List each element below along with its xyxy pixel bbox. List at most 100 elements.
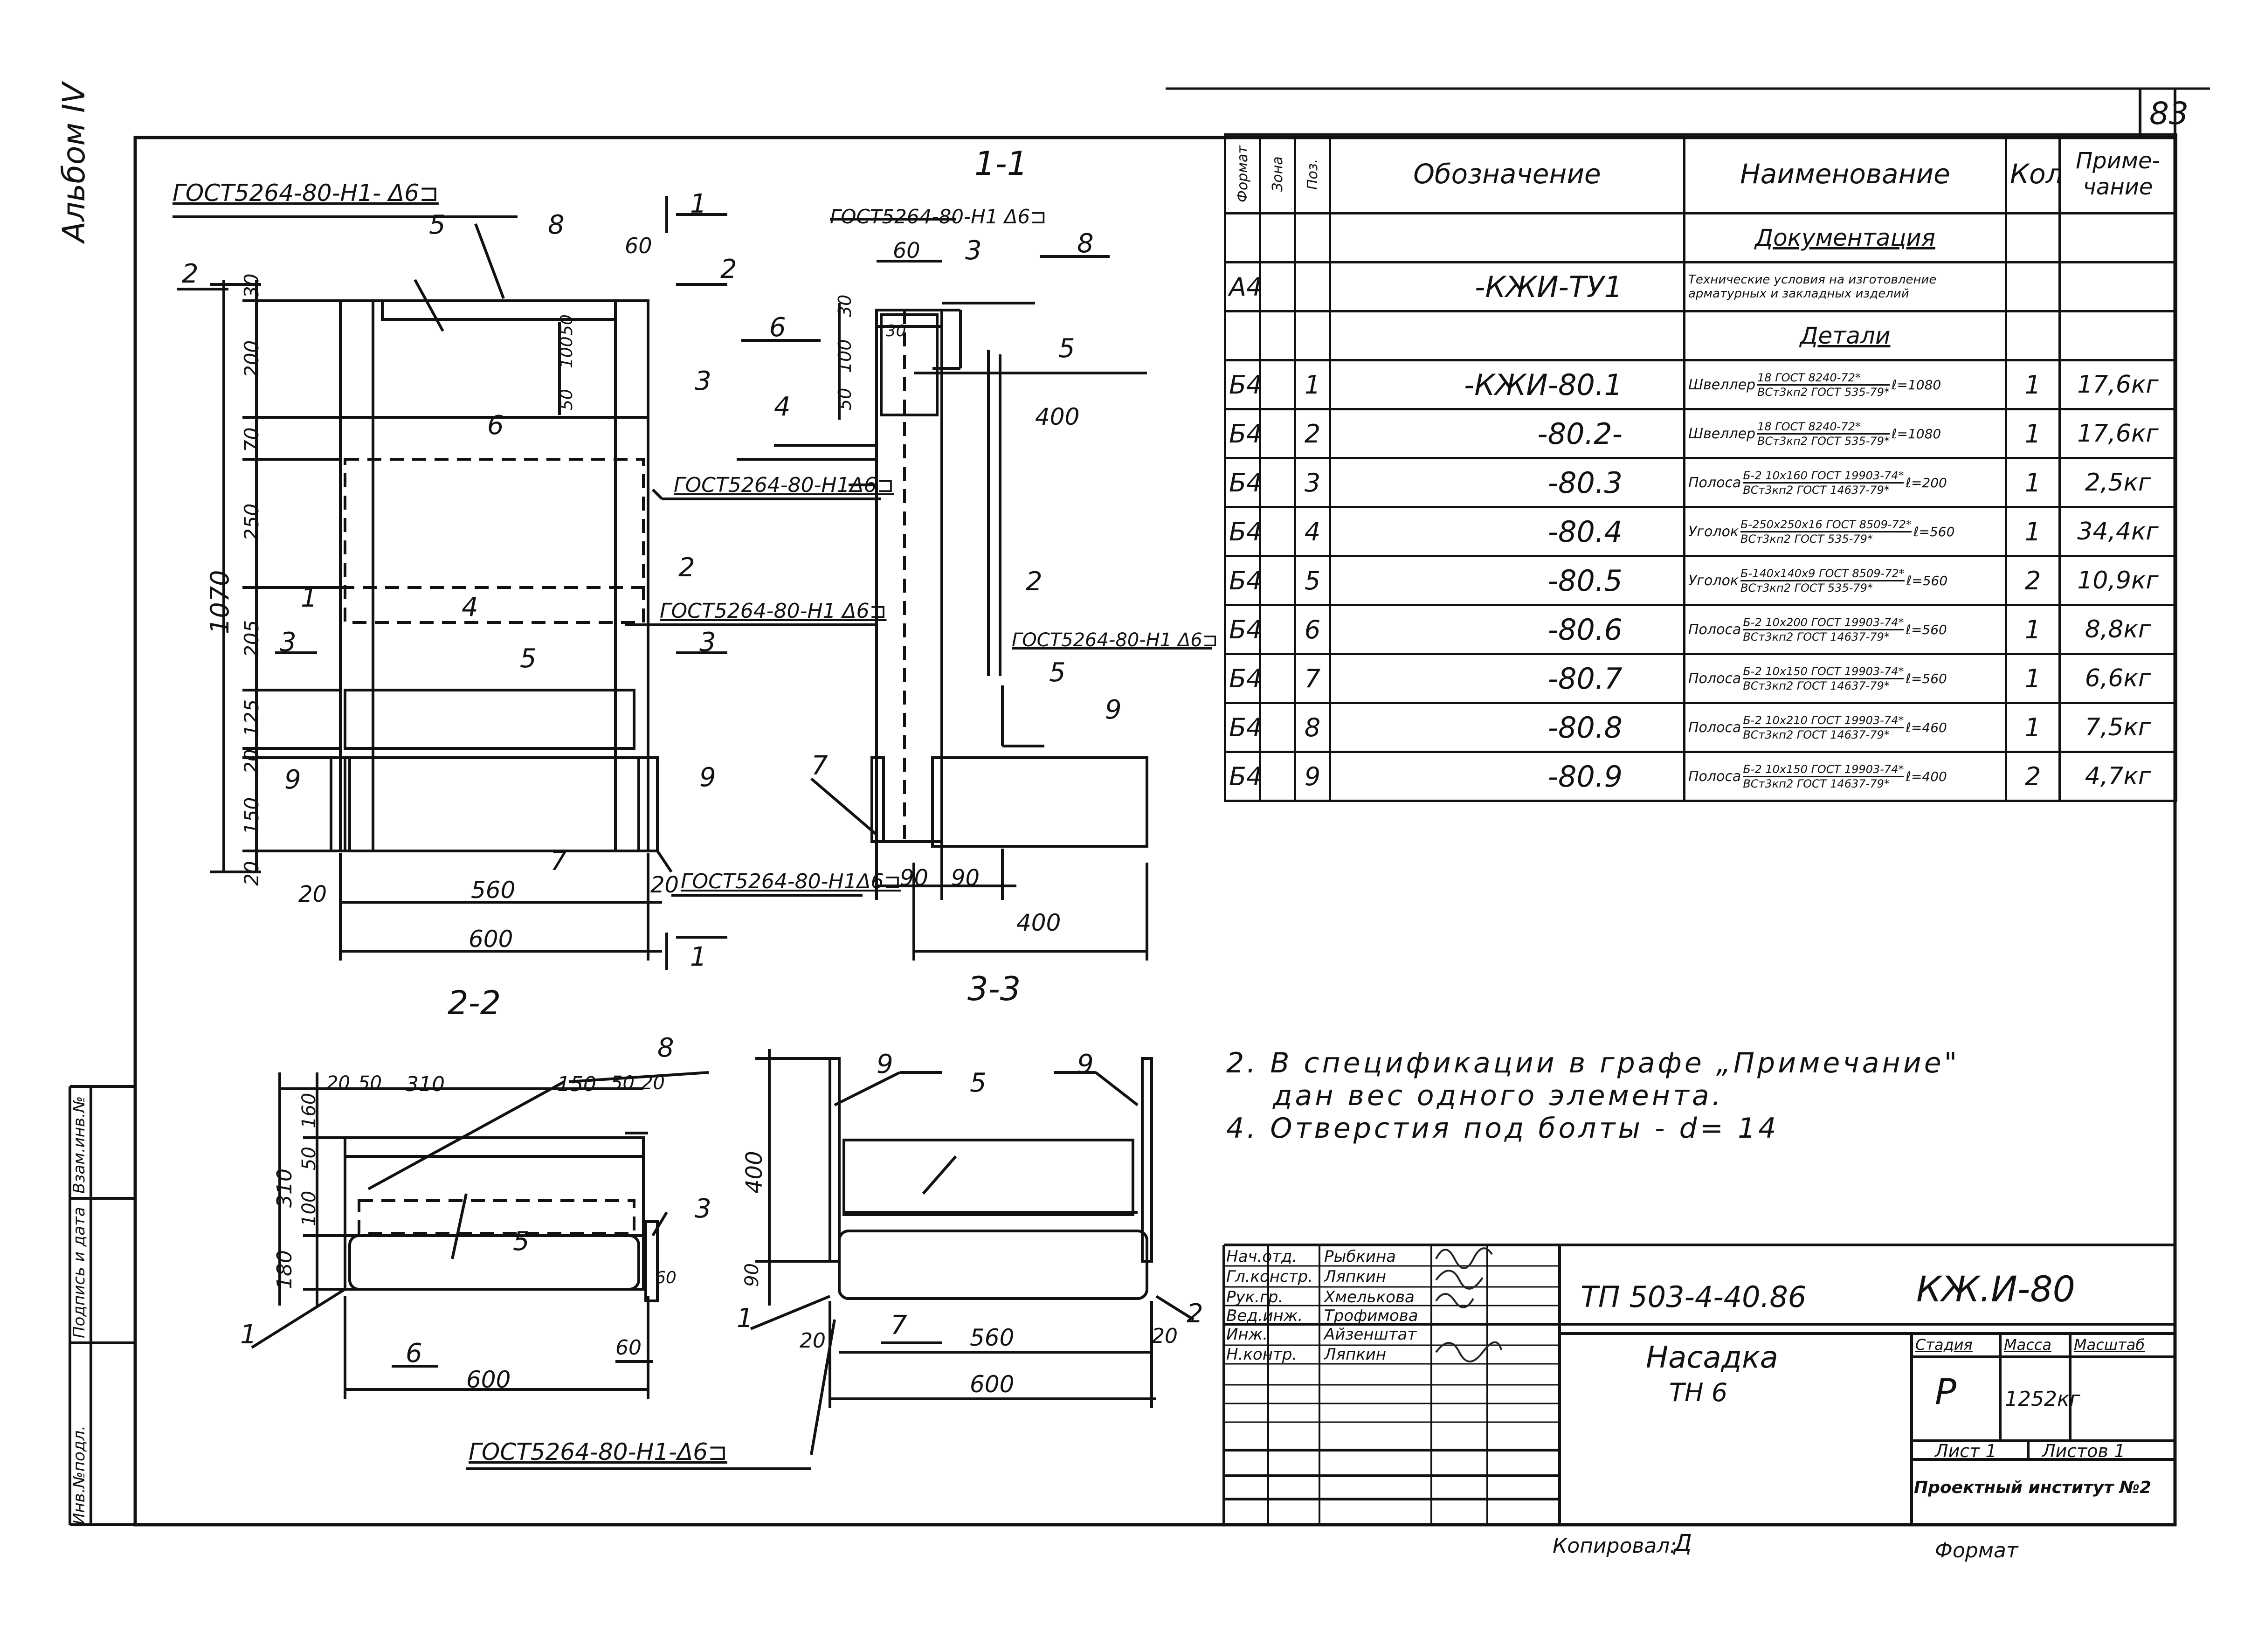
row-mass: 4,7кг xyxy=(2058,751,2177,802)
row-length: ℓ=460 xyxy=(1906,719,1947,735)
row-pos: 1 xyxy=(1294,359,1331,410)
note-1: 2. В спецификации в графе „Примечание" xyxy=(1226,1047,1960,1079)
row-pos: 2 xyxy=(1294,408,1331,459)
row-mass: 8,8кг xyxy=(2058,604,2177,655)
row-qty: 1 xyxy=(2005,604,2061,655)
row-steel: ВСт3кп2 ГОСТ 535-79* xyxy=(1740,581,1873,594)
col-pos: Поз. xyxy=(1295,134,1330,214)
dim-hole-50a: 50 xyxy=(557,314,576,336)
weld-note-mid1: ГОСТ5264-80-Н1Δ6⊐ xyxy=(674,473,894,497)
row-format: Б4 xyxy=(1224,555,1261,606)
dim-bottom-560: 560 xyxy=(471,877,516,904)
doc-format: А4 xyxy=(1224,261,1261,312)
row-size: Б-2 10х150 ГОСТ 19903-74* xyxy=(1743,665,1904,679)
row-size: Б-2 10х210 ГОСТ 19903-74* xyxy=(1743,714,1904,728)
row-steel: ВСт3кп2 ГОСТ 535-79* xyxy=(1740,532,1873,546)
title-block-frame xyxy=(1222,1244,2175,1525)
row-profile: Уголок xyxy=(1688,572,1739,589)
row-qty: 2 xyxy=(2005,751,2061,802)
weld-note-top: ГОСТ5264-80-Н1- Δ6⊐ xyxy=(173,180,439,207)
pos-1-main: 1 xyxy=(301,583,318,613)
signature-name: Ляпкин xyxy=(1324,1345,1387,1364)
section-3-3-title: 3-3 xyxy=(967,970,1021,1008)
s22-dim-150: 150 xyxy=(557,1072,596,1096)
signature-name: Хмелькова xyxy=(1324,1288,1415,1306)
s22-dim-20a: 20 xyxy=(326,1072,350,1094)
pos-3-main: 3 xyxy=(695,366,711,396)
row-length: ℓ=1080 xyxy=(1891,377,1941,393)
s33-pos-5: 5 xyxy=(970,1068,987,1098)
item-name: Насадка xyxy=(1646,1341,1778,1375)
row-length: ℓ=560 xyxy=(1906,573,1948,588)
row-qty: 1 xyxy=(2005,653,2061,704)
note-3: 4. Отверстия под болты - d= 14 xyxy=(1226,1112,1779,1145)
s11-pos-5-mid: 5 xyxy=(1049,657,1066,688)
section-1-1-title: 1-1 xyxy=(974,145,1028,183)
s33-pos-9-left: 9 xyxy=(877,1049,893,1079)
signature-role: Н.контр. xyxy=(1226,1345,1298,1364)
organization: Проектный институт №2 xyxy=(1914,1478,2152,1497)
col-zone: Зона xyxy=(1260,134,1295,214)
page-number: 83 xyxy=(2149,96,2189,131)
row-designation: -КЖИ-80.1 xyxy=(1329,359,1685,410)
dim-v-200: 200 xyxy=(240,340,263,378)
doc-name: Технические условия на изготовление арма… xyxy=(1688,273,1937,301)
section-mark-1-top: 1 xyxy=(690,189,707,219)
s22-pos-3: 3 xyxy=(695,1194,711,1224)
copied-label: Копировал: xyxy=(1553,1534,1677,1558)
signature-name: Рыбкина xyxy=(1324,1247,1396,1266)
row-format: Б4 xyxy=(1224,457,1261,508)
row-size: Б-140х140х9 ГОСТ 8509-72* xyxy=(1740,567,1905,581)
row-size: Б-250х250х16 ГОСТ 8509-72* xyxy=(1740,518,1912,532)
s11-pos-2: 2 xyxy=(1026,567,1043,597)
section-mark-2-right: 2 xyxy=(720,254,737,284)
row-format: Б4 xyxy=(1224,408,1261,459)
row-format: Б4 xyxy=(1224,653,1261,704)
s22-dim-50: 50 xyxy=(298,1147,320,1170)
weld-note-bottom: ГОСТ5264-80-Н1Δ6⊐ xyxy=(681,870,901,893)
row-size: 18 ГОСТ 8240-72* xyxy=(1757,371,1890,386)
signature-role: Нач.отд. xyxy=(1226,1247,1298,1266)
row-designation: -80.6 xyxy=(1329,604,1685,655)
row-size: Б-2 10х160 ГОСТ 19903-74* xyxy=(1743,469,1904,484)
row-profile: Полоса xyxy=(1688,670,1741,687)
s11-pos-9: 9 xyxy=(1105,695,1122,725)
row-pos: 3 xyxy=(1294,457,1331,508)
row-mass: 6,6кг xyxy=(2058,653,2177,704)
s11-pos-4: 4 xyxy=(774,392,791,422)
signature-name: Айзенштат xyxy=(1324,1325,1417,1344)
dim-v-20b: 20 xyxy=(240,861,263,886)
row-mass: 17,6кг xyxy=(2058,408,2177,459)
spec-doc-row: А4 -КЖИ-ТУ1 Технические условия на изгот… xyxy=(1224,261,2177,312)
row-format: Б4 xyxy=(1224,604,1261,655)
pos-9-main-left: 9 xyxy=(284,765,301,795)
signature-role: Гл.констр. xyxy=(1226,1267,1313,1286)
item-sub: ТН 6 xyxy=(1669,1378,1728,1407)
row-designation: -80.2- xyxy=(1329,408,1685,459)
s11-weld-mid: ГОСТ5264-80-Н1 Δ6⊐ xyxy=(1012,629,1218,651)
dim-60-main: 60 xyxy=(625,233,652,258)
s33-dim-600: 600 xyxy=(970,1371,1015,1398)
s22-dim-310v: 310 xyxy=(273,1168,297,1208)
row-qty: 2 xyxy=(2005,555,2061,606)
row-steel: ВСт3кп2 ГОСТ 14637-79* xyxy=(1743,630,1890,643)
row-length: ℓ=560 xyxy=(1906,670,1947,686)
row-size: Б-2 10х150 ГОСТ 19903-74* xyxy=(1743,763,1904,777)
s11-dim-400a: 400 xyxy=(1035,403,1080,430)
s22-dim-20b: 20 xyxy=(641,1072,665,1094)
s33-pos-9-right: 9 xyxy=(1077,1049,1094,1079)
dim-hole-100: 100 xyxy=(557,336,576,368)
s22-dim-310: 310 xyxy=(406,1072,445,1096)
s33-pos-2: 2 xyxy=(1187,1299,1203,1329)
s11-dim-400b: 400 xyxy=(1016,909,1061,936)
s22-weld-note: ГОСТ5264-80-Н1-Δ6⊐ xyxy=(469,1438,727,1465)
row-format: Б4 xyxy=(1224,702,1261,753)
dim-v-150: 150 xyxy=(240,797,263,835)
s22-dim-60b: 60 xyxy=(615,1336,642,1360)
s11-pos-8: 8 xyxy=(1077,228,1094,259)
signature-name: Ляпкин xyxy=(1324,1267,1387,1286)
